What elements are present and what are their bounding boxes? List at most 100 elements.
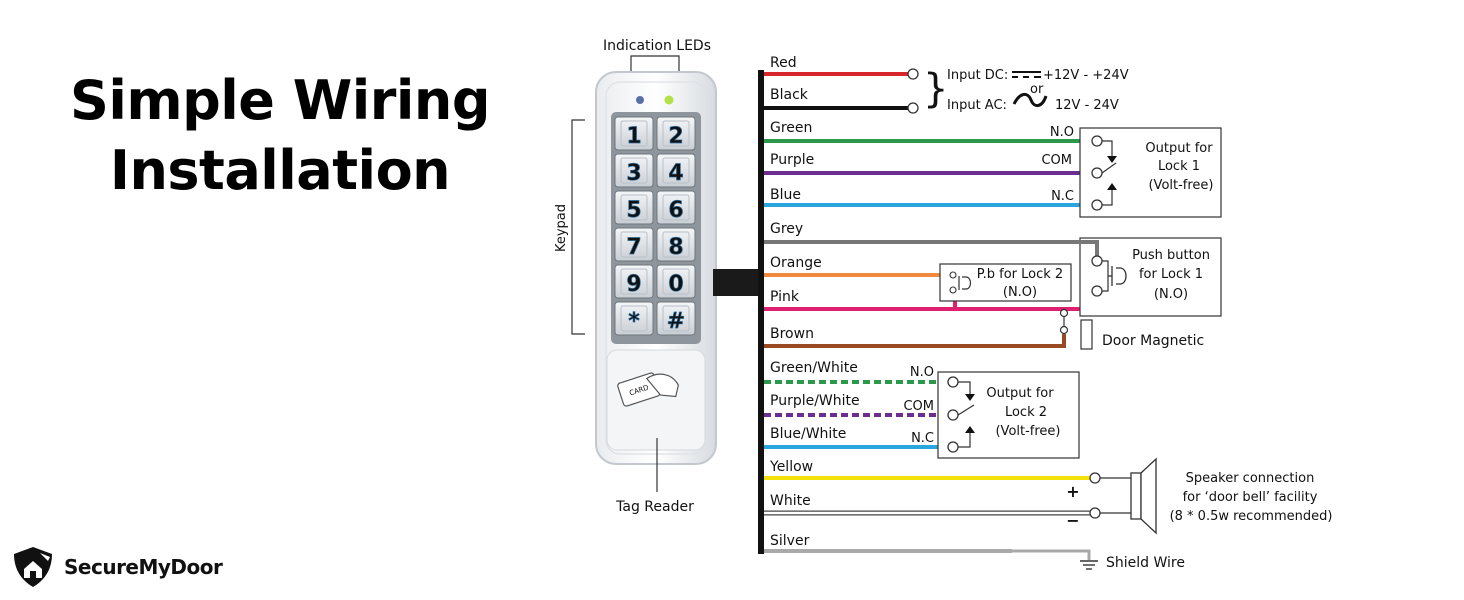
wire-brown: Brown (764, 326, 1066, 348)
title-line-1: Simple Wiring (69, 69, 491, 132)
wire-blue-white: Blue/White (764, 426, 948, 449)
lock1-output: N.O COM N.C Output for Lock 1 (Volt-free… (1041, 125, 1222, 218)
wire-bus (758, 70, 764, 554)
wire-green: Green (764, 120, 1092, 143)
lock2-com-label: COM (903, 399, 934, 414)
pb-lock2-line1: P.b for Lock 2 (977, 267, 1063, 282)
led-green-icon (664, 95, 674, 105)
wire-label: White (770, 493, 811, 509)
key-label: 7 (626, 235, 641, 260)
key-5[interactable]: 5 (614, 190, 654, 225)
key-label: 9 (626, 272, 641, 297)
key-label: 1 (626, 124, 641, 149)
speaker-connection: + − Speaker connection for ‘door bell’ f… (1066, 457, 1333, 535)
wire-label: Orange (770, 255, 822, 271)
push-button-box (1079, 237, 1222, 317)
key-7[interactable]: 7 (614, 227, 654, 262)
lock2-output-box (937, 371, 1080, 459)
lock1-no-label: N.O (1050, 125, 1074, 140)
key-label: 5 (626, 198, 641, 223)
keypad-label: Keypad (554, 204, 569, 252)
or-label: or (1030, 82, 1044, 97)
key-1[interactable]: 1 (614, 116, 654, 151)
key-label: 6 (668, 198, 683, 223)
ac-value: 12V - 24V (1055, 98, 1119, 113)
ground-icon (1080, 560, 1098, 570)
wire-orange: Orange (764, 255, 950, 277)
wire-black: Black (764, 87, 908, 110)
push-button-line2: for Lock 1 (1139, 267, 1203, 282)
speaker-icon (1130, 457, 1157, 535)
brand-name: SecureMyDoor (64, 555, 223, 579)
power-input: } Input DC: +12V - +24V or Input AC: 12V… (907, 66, 1129, 114)
speaker-minus-label: − (1066, 511, 1079, 530)
speaker-line2: for ‘door bell’ facility (1183, 490, 1318, 505)
lock1-com-label: COM (1041, 153, 1072, 168)
led-blue-icon (636, 96, 644, 104)
key-hash[interactable]: # (656, 301, 696, 336)
title-line-2: Installation (109, 139, 451, 202)
shield-wire: Shield Wire (1010, 549, 1185, 571)
speaker-line1: Speaker connection (1186, 471, 1315, 486)
key-3[interactable]: 3 (614, 153, 654, 188)
wire-label: Blue (770, 187, 801, 203)
lock1-output-line2: Lock 1 (1158, 159, 1200, 174)
shield-house-icon (14, 547, 52, 587)
cable-bundle (713, 269, 762, 296)
power-brace-icon: } (923, 66, 948, 112)
dc-value: +12V - +24V (1043, 68, 1129, 83)
lock2-output: N.O COM N.C Output for Lock 2 (Volt-free… (903, 365, 1080, 459)
wire-label: Brown (770, 326, 814, 342)
wire-label: Green (770, 120, 812, 136)
pb-lock2-button-icon (958, 276, 972, 290)
speaker-plus-label: + (1066, 482, 1079, 501)
key-8[interactable]: 8 (656, 227, 696, 262)
wire-silver: Silver (764, 533, 1012, 553)
key-0[interactable]: 0 (656, 264, 696, 299)
key-label: 2 (668, 124, 683, 149)
key-label: 8 (668, 235, 683, 260)
wire-purple-white: Purple/White (764, 393, 948, 417)
lock2-output-line1: Output for (986, 386, 1054, 401)
key-9[interactable]: 9 (614, 264, 654, 299)
wire-green-white: Green/White (764, 360, 948, 384)
key-2[interactable]: 2 (656, 116, 696, 151)
keypad-device: Indication LEDs 1 2 3 4 5 6 7 8 9 0 * # CARD Keypad… (554, 38, 762, 515)
lock2-output-line3: (Volt-free) (995, 424, 1060, 439)
dc-symbol-icon (1012, 71, 1041, 78)
push-button-lock1: Push button for Lock 1 (N.O) (1030, 237, 1222, 317)
lock1-output-line1: Output for (1145, 141, 1213, 156)
lock1-output-line3: (Volt-free) (1148, 178, 1213, 193)
indication-leds-label: Indication LEDs (603, 38, 711, 54)
wire-label: Red (770, 55, 797, 71)
wire-label: Grey (770, 221, 803, 237)
lock2-nc-label: N.C (911, 431, 934, 446)
wire-label: Yellow (769, 459, 813, 475)
wire-label: Silver (770, 533, 810, 549)
key-star[interactable]: * (614, 301, 654, 336)
wire-grey: Grey (764, 221, 1032, 244)
wire-label: Purple/White (770, 393, 860, 409)
wire-red: Red (764, 55, 908, 76)
speaker-line3: (8 * 0.5w recommended) (1170, 509, 1333, 524)
key-label: # (667, 309, 685, 334)
wire-label: Black (770, 87, 809, 103)
key-label: 0 (668, 272, 683, 297)
wire-label: Purple (770, 152, 814, 168)
wire-label: Pink (770, 289, 800, 305)
lock2-output-line2: Lock 2 (1005, 405, 1047, 420)
key-6[interactable]: 6 (656, 190, 696, 225)
key-label: 3 (626, 161, 641, 186)
wire-white: White (764, 493, 1090, 516)
page-title: Simple Wiring Installation (40, 66, 520, 206)
tag-reader-area (606, 349, 706, 451)
key-4[interactable]: 4 (656, 153, 696, 188)
push-button-icon (1108, 266, 1127, 286)
push-button-line1: Push button (1132, 248, 1210, 263)
wire-yellow: Yellow (764, 459, 1090, 480)
pb-lock2: P.b for Lock 2 (N.O) (939, 263, 1072, 302)
key-label: 4 (668, 161, 683, 186)
tag-reader-label: Tag Reader (615, 499, 694, 515)
card-hand-icon: CARD (617, 372, 679, 407)
